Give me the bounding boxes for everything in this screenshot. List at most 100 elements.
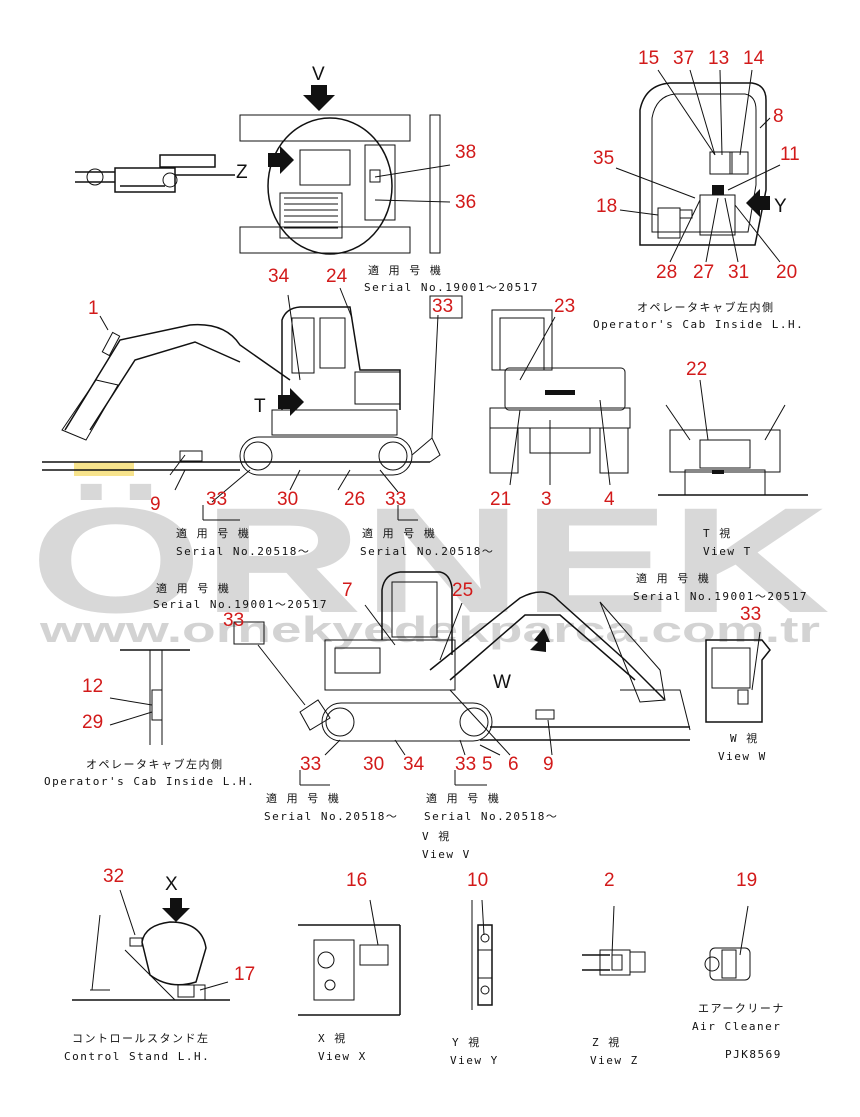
caption-mid-serial: Serial No.19001～20517: [153, 598, 328, 611]
caption-viewy: View Y: [450, 1054, 499, 1067]
view-letter-t: T: [254, 396, 266, 417]
cab-frame: [639, 82, 767, 246]
view-letter-v: V: [312, 64, 325, 85]
caption-viewv: View V: [422, 848, 471, 861]
air-cleaner-drawing: [704, 905, 751, 981]
callout-29: 29: [82, 712, 103, 733]
watermark-url: www.ornekyedekparca.com.tr: [38, 609, 820, 650]
side-cab-right: [381, 571, 453, 655]
top-engine-hood: [279, 192, 343, 239]
caption-viewz: View Z: [590, 1054, 639, 1067]
watermark-brand: ÖRNEK: [30, 476, 830, 644]
caption-air-jp: エアークリーナ: [698, 1002, 785, 1015]
side-boom-right: [429, 591, 666, 701]
callout-8: 8: [773, 106, 784, 127]
side-track-right: [321, 702, 493, 742]
callout-33-f: 33: [300, 754, 321, 775]
view-x-drawing: [298, 899, 401, 1016]
callout-33-d: 33: [223, 610, 244, 631]
arrow-x-icon: [162, 898, 190, 922]
side-view-machine-left: T: [42, 287, 556, 521]
callout-34-b: 34: [403, 754, 425, 775]
caption-vieww-jp: W 視: [730, 731, 759, 745]
caption-viewy-jp: Y 視: [452, 1035, 481, 1049]
caption-air: Air Cleaner: [692, 1020, 781, 1033]
caption-viewv-jp: V 視: [422, 829, 451, 843]
view-w-drawing: [705, 631, 771, 723]
view-t-drawing: [658, 379, 808, 496]
callout-11: 11: [780, 144, 800, 165]
callout-38: 38: [455, 142, 476, 163]
callout-28: 28: [656, 262, 677, 283]
callout-2: 2: [604, 870, 615, 891]
cab-inside-view-2: [109, 649, 190, 745]
caption-cab-inside-jp: オペレータキャブ左内側: [637, 300, 775, 314]
caption-mid-serial-jp: 適 用 号 機: [156, 581, 230, 595]
callout-3: 3: [541, 489, 552, 510]
caption-control: Control Stand L.H.: [64, 1050, 210, 1063]
arrow-z-icon: [268, 146, 294, 174]
callout-22: 22: [686, 359, 707, 380]
callout-33-b: 33: [206, 489, 227, 510]
callout-21: 21: [490, 489, 511, 510]
callout-31: 31: [728, 262, 749, 283]
callout-37: 37: [673, 48, 694, 69]
view-letter-z: Z: [236, 162, 248, 183]
callout-9-a: 9: [150, 494, 161, 515]
caption-vieww: View W: [718, 750, 767, 763]
watermark: ÖRNEK www.ornekyedekparca.com.tr: [30, 462, 830, 650]
caption-top-serial: Serial No.19001～20517: [364, 281, 539, 294]
caption-bot2-jp: 適 用 号 機: [426, 791, 500, 805]
top-track-upper: [239, 114, 411, 142]
callout-7: 7: [342, 580, 353, 601]
callout-26: 26: [344, 489, 365, 510]
rear-view-machine: [489, 309, 631, 486]
view-y-drawing: [471, 899, 493, 1010]
callout-25: 25: [452, 580, 473, 601]
caption-cab-inside2: Operator's Cab Inside L.H.: [44, 775, 255, 788]
caption-cab-inside: Operator's Cab Inside L.H.: [593, 318, 804, 331]
top-house-outline: [267, 117, 393, 255]
callout-1: 1: [88, 298, 99, 319]
callout-33-c: 33: [385, 489, 406, 510]
callout-18: 18: [596, 196, 617, 217]
callout-9-b: 9: [543, 754, 554, 775]
control-stand-drawing: X: [72, 874, 230, 1001]
callout-35: 35: [593, 148, 614, 169]
caption-left1-jp: 適 用 号 機: [176, 526, 250, 540]
callout-32: 32: [103, 866, 124, 887]
watermark-accent: [74, 462, 134, 476]
side-bucket-right: [599, 601, 666, 703]
top-boom-arm: [75, 154, 235, 193]
callout-33-e: 33: [740, 604, 761, 625]
callout-10: 10: [467, 870, 488, 891]
callout-30-b: 30: [363, 754, 384, 775]
callout-5: 5: [482, 754, 493, 775]
callout-23: 23: [554, 296, 575, 317]
caption-viewt: View T: [703, 545, 752, 558]
side-blade: [411, 437, 441, 463]
callout-30-a: 30: [277, 489, 298, 510]
caption-left1: Serial No.20518～: [176, 545, 310, 558]
side-view-machine-right: W: [233, 571, 691, 786]
view-z-drawing: [582, 905, 646, 976]
callout-12: 12: [82, 676, 103, 697]
view-letter-w: W: [493, 672, 511, 693]
callout-13: 13: [708, 48, 729, 69]
callout-14: 14: [743, 48, 765, 69]
side-cab: [281, 306, 401, 410]
side-bucket: [61, 379, 119, 441]
callout-17: 17: [234, 964, 255, 985]
caption-viewz-jp: Z 視: [592, 1035, 621, 1049]
caption-control-jp: コントロールスタンド左: [72, 1032, 210, 1045]
caption-left2-jp: 適 用 号 機: [362, 526, 436, 540]
caption-viewx: View X: [318, 1050, 367, 1063]
caption-cab-inside2-jp: オペレータキャブ左内側: [86, 757, 224, 771]
caption-right-serial: Serial No.19001～20517: [633, 590, 808, 603]
caption-viewt-jp: T 視: [703, 526, 732, 540]
caption-top-serial-jp: 適 用 号 機: [368, 263, 442, 277]
view-letter-y: Y: [774, 196, 787, 217]
top-blade: [429, 114, 441, 254]
